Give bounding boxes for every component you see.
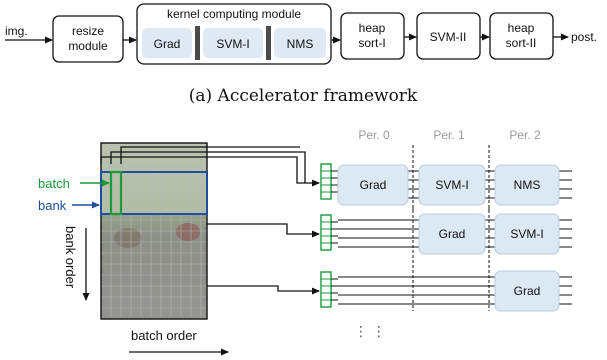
batch-buffer: [320, 214, 332, 251]
stage-box: [418, 164, 486, 206]
heap2-label-1: heap: [508, 21, 535, 35]
caption: (a) Accelerator framework: [189, 86, 418, 106]
stage-box: [494, 213, 560, 255]
image-sky: [101, 143, 207, 215]
batch-label: batch: [38, 176, 70, 191]
output-label: post.: [571, 30, 597, 44]
route-wire: [110, 151, 306, 183]
stage-label: SVM-I: [510, 227, 543, 241]
kernel-grad-label: Grad: [154, 37, 181, 51]
stage-svm-i-box: SVM-I: [494, 213, 560, 255]
kernel-grad-box: [142, 28, 192, 58]
route-wire: [207, 223, 320, 238]
image-tile: [100, 142, 208, 320]
period-2-label: Per. 2: [509, 128, 541, 142]
stage-nms-box: NMS: [494, 164, 560, 206]
stage-grad-box: Grad: [337, 164, 409, 206]
bank-label: bank: [38, 198, 67, 213]
bank-highlight: [100, 171, 208, 215]
bank-order-label: bank order: [63, 226, 78, 289]
kernel-separator: [195, 26, 200, 60]
svm2-box: [416, 12, 481, 60]
kernel-title: kernel computing module: [167, 7, 301, 21]
stage-label: Grad: [360, 178, 387, 192]
input-label: img.: [5, 24, 28, 38]
pipeline-diagram: batch bank bank order batch order Per. 0…: [38, 128, 572, 356]
period-1-label: Per. 1: [433, 128, 465, 142]
heap1-label-1: heap: [359, 21, 386, 35]
stage-label: SVM-I: [435, 178, 468, 192]
batch-buffer: [320, 271, 332, 308]
stage-label: Grad: [514, 284, 541, 298]
stage-box: [418, 213, 486, 255]
route-wire: [120, 146, 300, 164]
route-wire: [100, 156, 320, 187]
ellipsis: ⋮ ⋮: [354, 323, 386, 339]
resize-label-1: resize: [72, 24, 104, 38]
batch-buffer: [320, 163, 332, 200]
stage-svm-i-box: SVM-I: [418, 164, 486, 206]
heap-sort1-box: [340, 12, 405, 60]
stage-grad-box: Grad: [494, 270, 560, 312]
kernel-svm1-label: SVM-I: [216, 37, 249, 51]
batch-order-label: batch order: [131, 328, 197, 343]
kernel-nms-label: NMS: [287, 37, 314, 51]
kernel-separator: [266, 26, 271, 60]
stage-grad-box: Grad: [418, 213, 486, 255]
image-rider: [176, 223, 200, 241]
heap2-label-2: sort-II: [506, 36, 537, 50]
stage-box: [494, 270, 560, 312]
stage-label: Grad: [439, 227, 466, 241]
kernel-svm1-box: [203, 28, 263, 58]
stage-box: [494, 164, 560, 206]
stage-label: NMS: [514, 178, 541, 192]
heap-sort2-box: [489, 12, 554, 60]
framework-diagram: img. resize module kernel computing modu…: [5, 3, 597, 106]
image-road: [101, 255, 207, 319]
heap1-label-2: sort-I: [358, 36, 385, 50]
resize-label-2: module: [68, 39, 108, 53]
batch-highlight: [109, 170, 123, 216]
route-wire: [207, 285, 320, 295]
resize-module-box: [52, 15, 124, 63]
image-border: [100, 142, 208, 320]
batch-buffers: [320, 163, 338, 308]
stage-box: [337, 164, 409, 206]
period-0-label: Per. 0: [358, 128, 390, 142]
kernel-nms-box: [274, 28, 326, 58]
svm2-label: SVM-II: [430, 30, 467, 44]
